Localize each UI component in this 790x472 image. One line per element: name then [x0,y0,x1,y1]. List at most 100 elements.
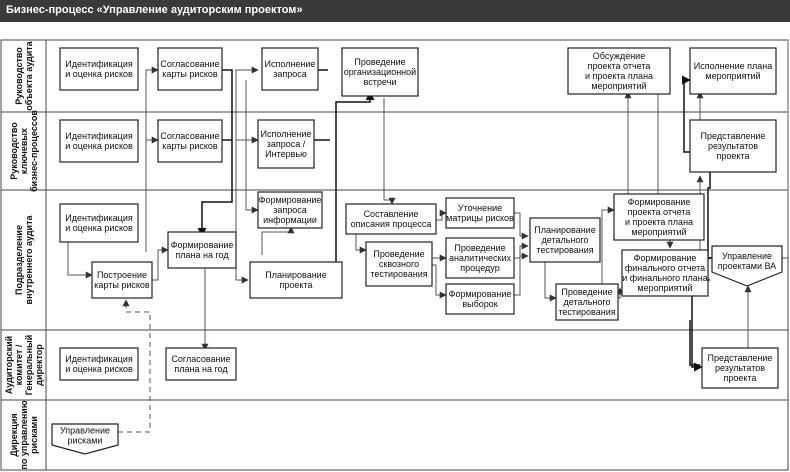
box-label-line: запроса [273,69,307,79]
connector [544,262,557,302]
process-box-shape [567,47,671,95]
box-label-line: детального [564,297,611,307]
process-box-shape [261,47,319,91]
process-box-shape [529,217,601,263]
title-bar: Бизнес-процесс «Управление аудиторским п… [0,0,790,22]
box-label-line: карты рисков [94,280,150,290]
lane-label-line: директор [34,344,44,386]
connector [152,246,169,281]
box-label-line: Идентификация [65,354,133,364]
box-label-line: проекта [717,151,750,161]
lane-label-line: комитет / [14,344,24,385]
connector [436,209,447,221]
lane-label-line: ключевых [19,128,29,174]
lane-label-line: Подразделение [14,225,24,295]
lane-label-line: Дирекция [9,413,19,456]
box-label-line: аналитических [449,253,512,263]
connector [514,242,529,259]
box-label-line: рисками [68,435,103,445]
process-box-shape [445,283,515,315]
lane-label-line: Генеральный [24,335,34,396]
box-label-line: Формирование [628,197,691,207]
process-box-shape [257,191,323,229]
connector [616,287,624,299]
lane-label-line: Аудиторский [4,336,14,394]
process-box-shape [59,47,139,91]
box-label-line: сквозного [379,259,419,269]
process-box-shape [91,261,153,299]
box-label-line: результатов [715,363,765,373]
lane-label-line: по управлению [19,400,29,469]
lane-label-line: внутреннего аудита [24,215,34,305]
box-label-line: Идентификация [65,213,133,223]
pentagon-shape [51,423,119,455]
process-box-shape [249,261,343,299]
box-label-line: организационной [344,67,416,77]
connector [780,40,789,259]
process-box-shape [157,47,223,91]
box-label-line: Проведение [561,287,612,297]
box-label-line: Обсуждение [593,51,645,61]
box-label-line: результатов [708,141,758,151]
box-label-line: и проекта плана [625,217,693,227]
box-label-line: Представление [701,131,766,141]
connector [261,226,295,255]
box-label-line: финального отчета [625,263,705,273]
box-label-line: проекта [724,373,757,383]
box-label-line: тестирования [370,269,427,279]
process-box-shape [689,119,777,173]
connector-bold [707,172,712,259]
box-label-line: проекта отчета [628,207,691,217]
connector [235,66,259,238]
process-box-shape [345,203,437,235]
process-box-shape [365,241,433,287]
box-label-line: запроса / [267,139,306,149]
box-label-line: плана на год [175,250,229,260]
box-label-line: Идентификация [65,131,133,141]
box-label-line: и оценка рисков [65,364,133,374]
box-label-line: тестирования [536,245,593,255]
box-label-line: Планирование [265,270,326,280]
box-label-line: выборок [462,299,497,309]
connector [245,80,259,214]
box-label-line: встречи [364,77,397,87]
box-label-line: плана на год [174,364,228,374]
box-label-line: процедур [460,263,499,273]
box-label-line: Исполнение [261,129,312,139]
connector [432,264,447,299]
box-label-line: Построение [97,270,147,280]
process-box-shape [341,47,419,97]
box-label-line: Согласование [171,354,230,364]
box-label-line: и проекта плана [585,71,653,81]
lane-label-line: объекта аудита [24,40,34,110]
box-label-line: Формирование [259,195,322,205]
box-label-line: Исполнение [265,59,316,69]
box-label-line: проекта [280,280,313,290]
connector [601,206,615,298]
box-label-line: Согласование [160,59,219,69]
box-label-line: Формирование [171,240,234,250]
box-label-line: описания процесса [351,219,432,229]
connector-bold [681,75,691,153]
connector [514,212,529,240]
box-label-line: тестирования [558,307,615,317]
process-box-shape [445,197,515,229]
